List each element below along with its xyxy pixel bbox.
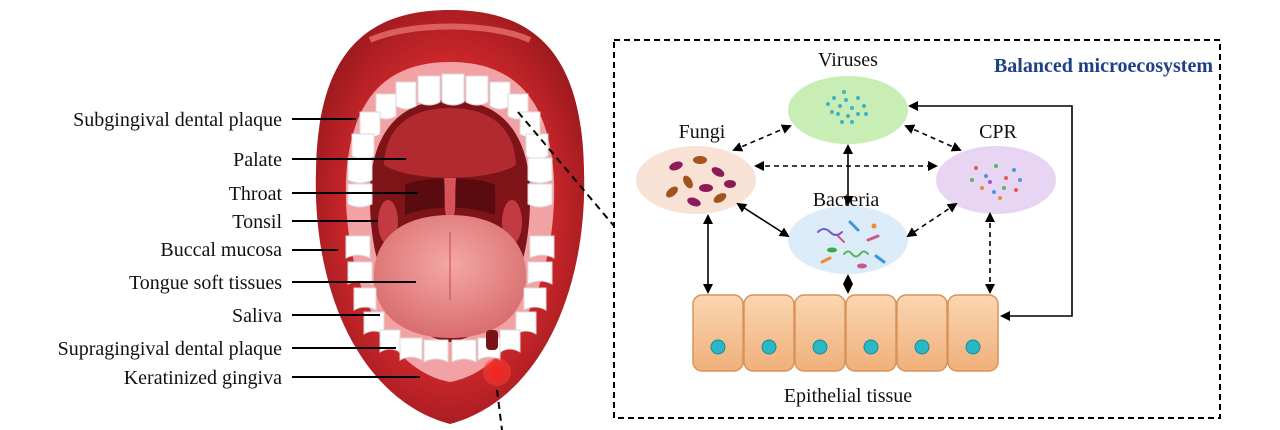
microecosystem-panel: Balanced microecosystem Viruses Fungi CP… — [613, 39, 1221, 419]
arrow-fungi-bacteria — [736, 202, 790, 238]
label-fungi: Fungi — [679, 121, 726, 143]
label-tongue-soft-tissues: Tongue soft tissues — [129, 272, 282, 294]
label-epithelial-tissue: Epithelial tissue — [784, 385, 912, 407]
lower-teeth — [345, 235, 555, 363]
virus-particles-icon — [826, 90, 868, 124]
epithelial-cells-icon — [692, 294, 999, 372]
panel-border — [613, 39, 1221, 419]
mouth-illustration — [315, 10, 585, 424]
mouth-label-group: Subgingival dental plaque Palate Throat … — [58, 109, 420, 389]
zoom-connector-upper — [517, 111, 615, 227]
label-throat: Throat — [229, 183, 283, 205]
label-buccal-mucosa: Buccal mucosa — [160, 239, 282, 261]
label-subgingival-dental-plaque: Subgingival dental plaque — [73, 109, 282, 131]
label-cpr: CPR — [979, 121, 1017, 143]
decayed-tooth — [486, 330, 498, 350]
label-saliva: Saliva — [232, 305, 282, 327]
arrow-viruses-cpr — [904, 124, 962, 152]
fungi-particles-icon — [666, 156, 736, 207]
label-keratinized-gingiva: Keratinized gingiva — [124, 367, 282, 389]
interaction-arrows — [703, 101, 1073, 321]
label-supragingival-dental-plaque: Supragingival dental plaque — [58, 338, 283, 360]
uvula — [444, 178, 456, 222]
cpr-node — [936, 146, 1056, 214]
arrow-viruses-epithelium-loop — [908, 101, 1073, 321]
label-tonsil: Tonsil — [232, 211, 282, 233]
arrow-cpr-bacteria — [906, 202, 958, 238]
bacteria-particles-icon — [817, 220, 886, 269]
bacteria-node — [788, 206, 908, 274]
zoom-connector-lower — [496, 389, 503, 430]
viruses-node — [788, 76, 908, 144]
label-palate: Palate — [233, 149, 282, 171]
label-viruses: Viruses — [818, 49, 878, 71]
palate — [384, 108, 516, 178]
panel-title: Balanced microecosystem — [994, 55, 1213, 77]
arrow-fungi-viruses — [732, 124, 792, 152]
